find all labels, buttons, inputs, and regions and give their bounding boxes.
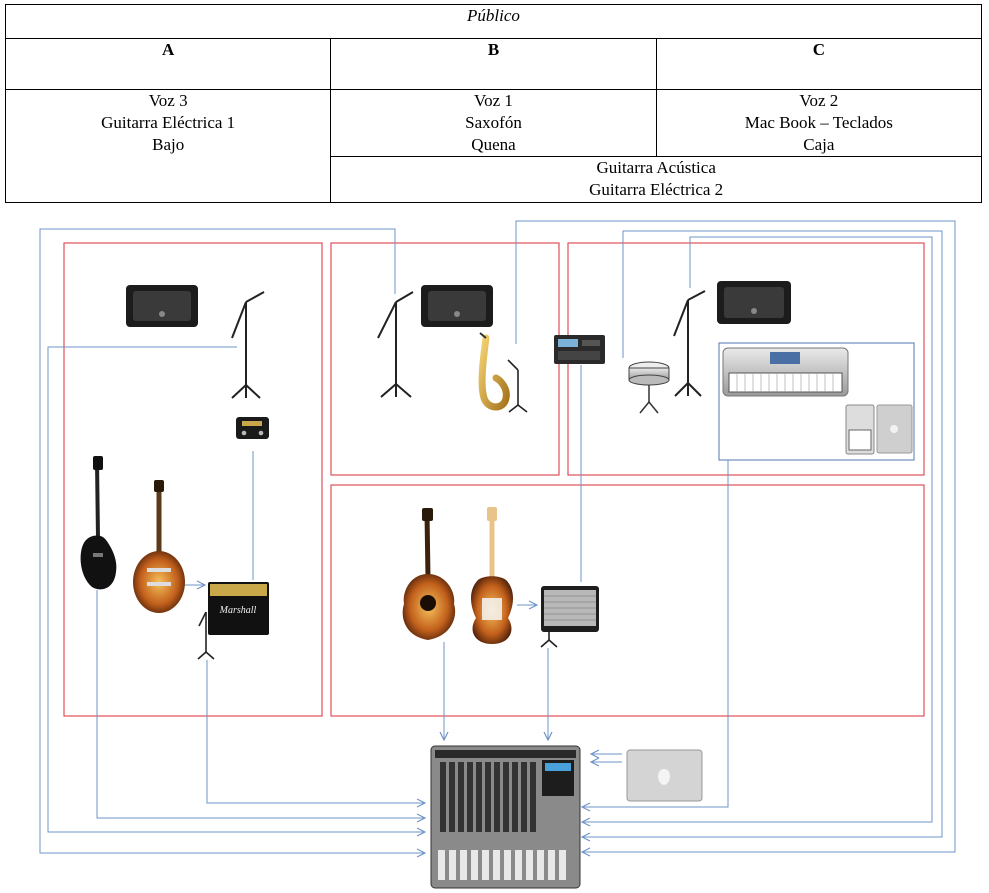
effects-unit-icon: [554, 335, 605, 364]
keyboard-icon: [722, 347, 849, 397]
zone-c-cell: Voz 2 Mac Book – Teclados Caja: [655, 89, 983, 157]
laptop-icon: [876, 404, 913, 454]
bass-guitar-icon: [80, 456, 117, 590]
cable-bass: [96, 590, 425, 818]
zone-b-line: Saxofón: [465, 113, 522, 132]
zone-shared-box: [330, 484, 925, 717]
mic-stand-icon: [507, 359, 528, 413]
zone-b-box: [330, 242, 560, 476]
zone-c-line: Voz 2: [799, 91, 839, 110]
shared-line: Guitarra Acústica: [596, 158, 716, 177]
zone-a-line: Bajo: [152, 135, 185, 154]
cable-sax: [515, 220, 956, 852]
zone-c-line: Mac Book – Teclados: [744, 113, 893, 132]
cables: [39, 220, 956, 853]
stage-monitor-icon: [717, 281, 791, 324]
zone-a-header: A: [4, 38, 332, 90]
saxophone-icon: [478, 332, 510, 411]
acoustic-guitar-icon: [402, 508, 456, 640]
zone-a-line: Guitarra Eléctrica 1: [101, 113, 236, 132]
mic-stand-icon: [673, 290, 706, 397]
zone-c-line: Caja: [803, 135, 835, 154]
shared-line: Guitarra Eléctrica 2: [589, 180, 724, 199]
guitar-amp-icon: [541, 586, 599, 632]
amp-brand-label: Marshall: [219, 605, 257, 616]
zone-a-box: [63, 242, 323, 717]
zone-b-cell: Voz 1 Saxofón Quena: [330, 89, 657, 157]
mixer-icon: [430, 745, 581, 889]
laptop-icon: [626, 749, 703, 802]
cable-keys: [582, 460, 729, 807]
cable-voz1: [39, 228, 425, 853]
shared-cell: Guitarra Acústica Guitarra Eléctrica 2: [330, 156, 982, 203]
zone-b-line: Quena: [471, 135, 516, 154]
stage-layout-table: Público A B C Voz 3 Guitarra Eléctrica 1…: [4, 4, 983, 203]
electric-guitar-icon: [133, 480, 185, 613]
mic-stand-icon: [197, 611, 215, 660]
cable-snare: [582, 230, 943, 837]
snare-drum-icon: [628, 361, 670, 414]
stage-monitor-icon: [421, 285, 493, 327]
guitar-amp-icon: Marshall: [208, 582, 269, 635]
zone-a-line: Voz 3: [148, 91, 188, 110]
pedal-icon: [236, 417, 269, 439]
mic-stand-icon: [377, 291, 414, 398]
cable-amp-a-mic: [206, 660, 425, 803]
midi-controller-icon: [845, 404, 875, 455]
electric-guitar-icon: [471, 507, 513, 644]
cable-voz2: [582, 236, 933, 822]
mic-stand-icon: [231, 291, 265, 399]
zone-a-cell: Voz 3 Guitarra Eléctrica 1 Bajo: [4, 89, 332, 203]
stage-monitor-icon: [126, 285, 198, 327]
keyboard-station-box: [718, 342, 915, 461]
zone-b-line: Voz 1: [474, 91, 513, 110]
cable-voz3: [47, 346, 425, 832]
